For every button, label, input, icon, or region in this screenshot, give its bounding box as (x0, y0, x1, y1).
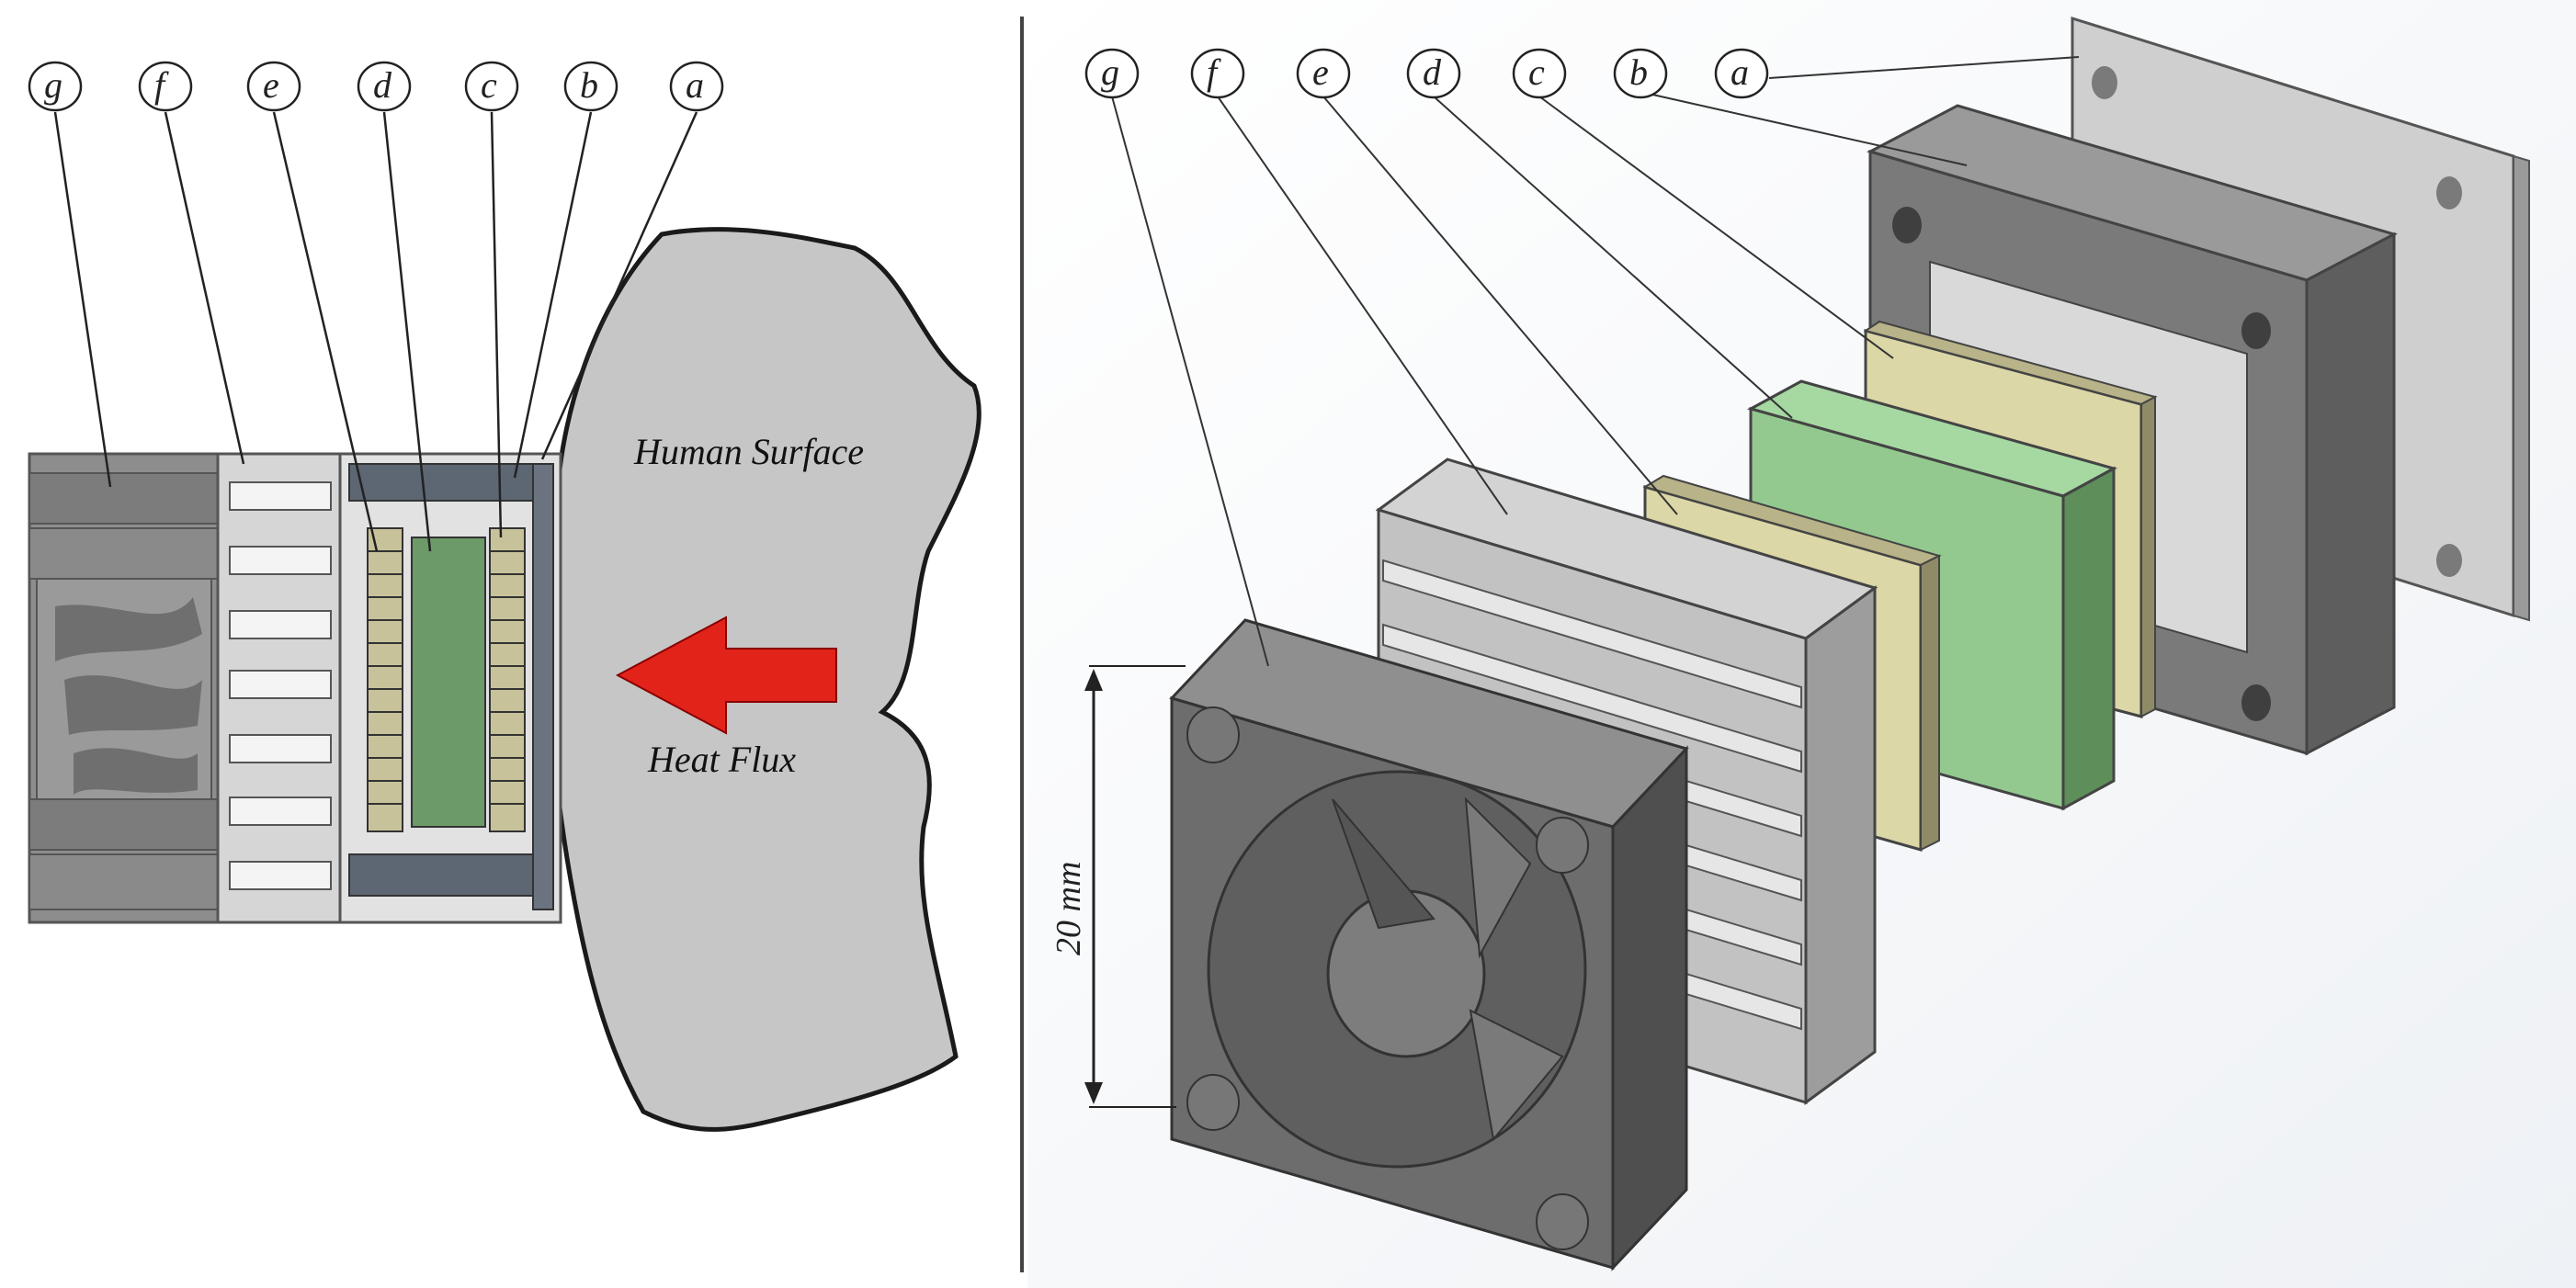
heat-flux-label: Heat Flux (647, 739, 796, 780)
dimension-label: 20 mm (1050, 862, 1088, 955)
heat-flux-arrow (615, 616, 837, 735)
right-panel-exploded-view: 20 mm g f e d c b a (1027, 0, 2576, 1288)
svg-text:a: a (686, 64, 704, 106)
callout-g-right: g (1084, 48, 1140, 99)
svg-text:c: c (1528, 51, 1545, 93)
fan-section-g (28, 452, 220, 924)
svg-text:a: a (1731, 51, 1749, 93)
left-callouts: g f e d c b a (28, 61, 724, 112)
callout-c-right: c (1512, 48, 1567, 99)
svg-text:g: g (1101, 51, 1119, 93)
callout-e-left: e (246, 61, 301, 112)
svg-text:e: e (263, 64, 279, 106)
right-leader-lines (1111, 56, 2080, 667)
callout-f-left: f (138, 61, 193, 112)
callout-a-left: a (669, 61, 724, 112)
svg-text:d: d (373, 64, 392, 106)
callout-e-right: e (1296, 48, 1351, 99)
right-callouts: g f e d c b a (1084, 48, 1769, 99)
sensor-stack-section (338, 452, 562, 924)
svg-text:e: e (1312, 51, 1329, 93)
svg-text:g: g (44, 64, 62, 106)
svg-text:b: b (580, 64, 598, 106)
callout-c-left: c (464, 61, 519, 112)
human-surface-label: Human Surface (633, 431, 864, 472)
svg-text:b: b (1629, 51, 1648, 93)
left-panel-cross-section: Human Surface Heat Flux g f e d c b a (0, 0, 1020, 1288)
heatsink-section-f (216, 452, 362, 924)
callout-b-left: b (563, 61, 618, 112)
callout-g-left: g (28, 61, 83, 112)
svg-text:c: c (481, 64, 497, 106)
svg-text:d: d (1423, 51, 1442, 93)
callout-b-right: b (1613, 48, 1668, 99)
dimension-20mm: 20 mm (1050, 665, 1186, 1108)
callout-f-right: f (1190, 48, 1245, 99)
callout-a-right: a (1714, 48, 1769, 99)
callout-d-right: d (1406, 48, 1461, 99)
cooling-fan-g (1169, 618, 1689, 1271)
left-leader-lines (53, 111, 698, 552)
callout-d-left: d (357, 61, 412, 112)
